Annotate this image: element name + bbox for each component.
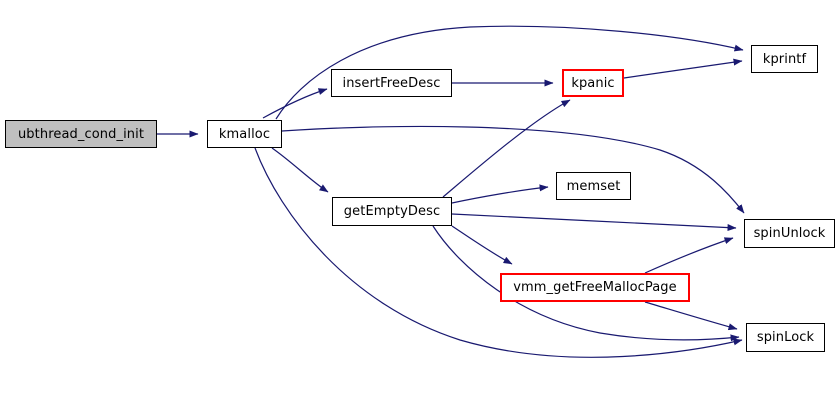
node-label-spinLock: spinLock bbox=[756, 330, 815, 345]
node-label-getEmptyDesc: getEmptyDesc bbox=[343, 204, 441, 219]
node-label-insertFreeDesc: insertFreeDesc bbox=[342, 75, 441, 91]
node-spinLock[interactable]: spinLock bbox=[746, 323, 825, 352]
call-edge-kmalloc-to-spinUnlock bbox=[281, 125, 745, 214]
node-label-ubthread_cond_init: ubthread_cond_init bbox=[17, 126, 145, 142]
node-ubthread_cond_init[interactable]: ubthread_cond_init bbox=[5, 120, 157, 148]
node-label-kmalloc: kmalloc bbox=[218, 126, 271, 142]
node-vmm_getFreeMallocPage[interactable]: vmm_getFreeMallocPage bbox=[500, 273, 690, 302]
node-label-vmm_getFreeMallocPage: vmm_getFreeMallocPage bbox=[513, 280, 677, 295]
node-label-memset: memset bbox=[566, 178, 621, 194]
call-edge-kmalloc-to-kprintf bbox=[275, 25, 744, 120]
node-getEmptyDesc[interactable]: getEmptyDesc bbox=[332, 197, 452, 226]
call-edge-vmm_getFreeMallocPage-to-spinLock bbox=[644, 301, 738, 331]
node-label-spinUnlock: spinUnlock bbox=[753, 226, 826, 241]
call-edge-kmalloc-to-insertFreeDesc bbox=[262, 88, 328, 119]
call-edge-getEmptyDesc-to-vmm_getFreeMallocPage bbox=[451, 225, 513, 265]
node-memset[interactable]: memset bbox=[556, 172, 631, 200]
node-label-kpanic: kpanic bbox=[571, 75, 615, 91]
call-edge-kpanic-to-kprintf bbox=[623, 58, 743, 79]
node-spinUnlock[interactable]: spinUnlock bbox=[744, 219, 835, 248]
call-edge-kmalloc-to-spinLock bbox=[254, 147, 743, 358]
node-kmalloc[interactable]: kmalloc bbox=[207, 120, 282, 148]
call-edge-kmalloc-to-getEmptyDesc bbox=[271, 147, 329, 193]
call-edge-getEmptyDesc-to-spinLock bbox=[432, 225, 740, 342]
node-kprintf[interactable]: kprintf bbox=[751, 45, 818, 73]
call-edge-getEmptyDesc-to-kpanic bbox=[442, 99, 571, 198]
call-edge-getEmptyDesc-to-spinUnlock bbox=[451, 213, 737, 232]
node-kpanic[interactable]: kpanic bbox=[562, 69, 624, 97]
node-insertFreeDesc[interactable]: insertFreeDesc bbox=[331, 69, 452, 97]
call-edge-vmm_getFreeMallocPage-to-spinUnlock bbox=[644, 237, 734, 274]
node-label-kprintf: kprintf bbox=[762, 51, 807, 67]
call-edge-getEmptyDesc-to-memset bbox=[451, 184, 549, 204]
